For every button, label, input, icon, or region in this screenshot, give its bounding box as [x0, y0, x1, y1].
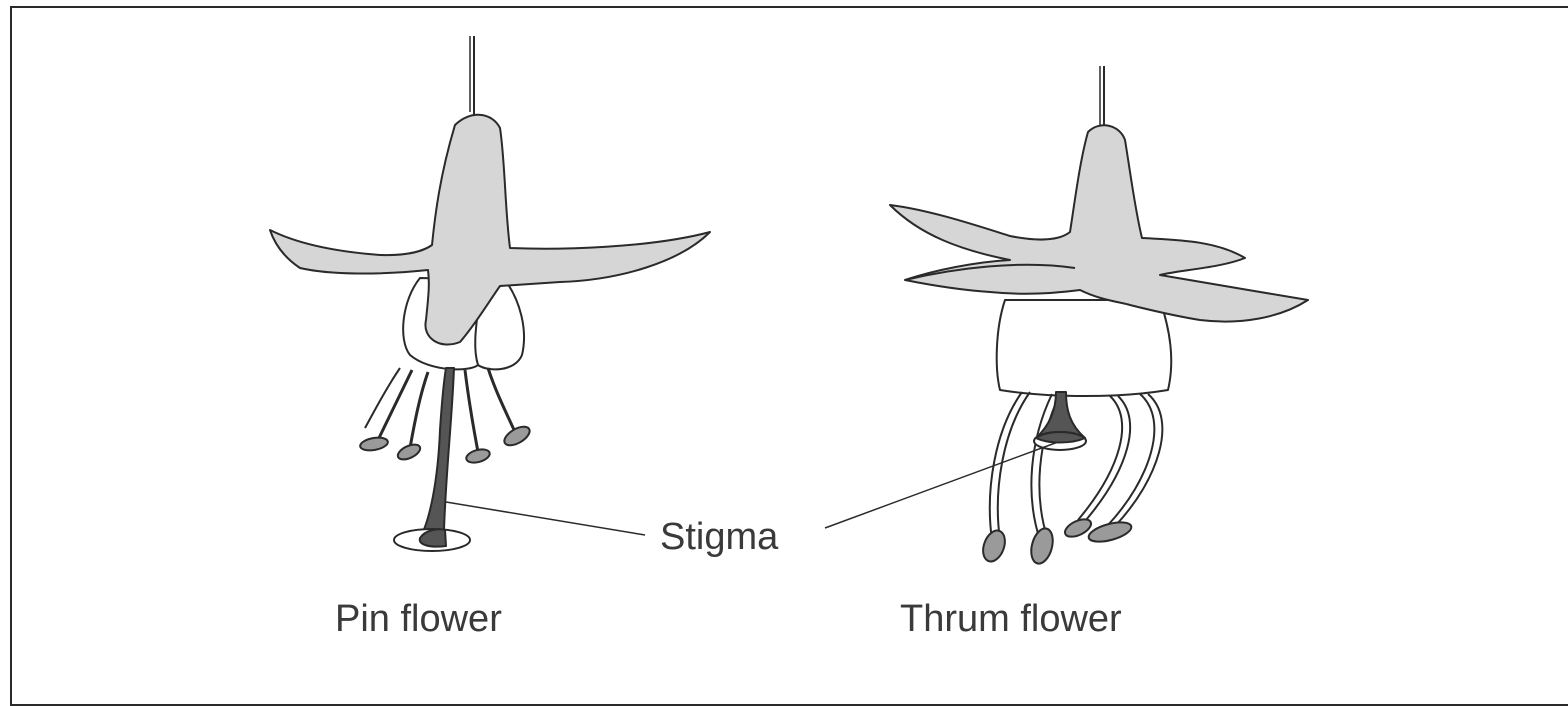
thrum-flower-caption: Thrum flower: [900, 598, 1122, 641]
thrum-flower: [890, 66, 1308, 566]
thrum-sepals: [890, 125, 1308, 321]
thrum-stigma-pointer: [825, 442, 1058, 528]
pin-style: [420, 368, 454, 538]
pin-stigma-pointer: [446, 502, 645, 535]
pin-flower-caption: Pin flower: [335, 598, 502, 641]
stigma-label: Stigma: [660, 516, 778, 559]
thrum-corolla: [997, 300, 1172, 396]
pin-flower: [270, 36, 710, 551]
flower-diagram: [0, 0, 1568, 658]
